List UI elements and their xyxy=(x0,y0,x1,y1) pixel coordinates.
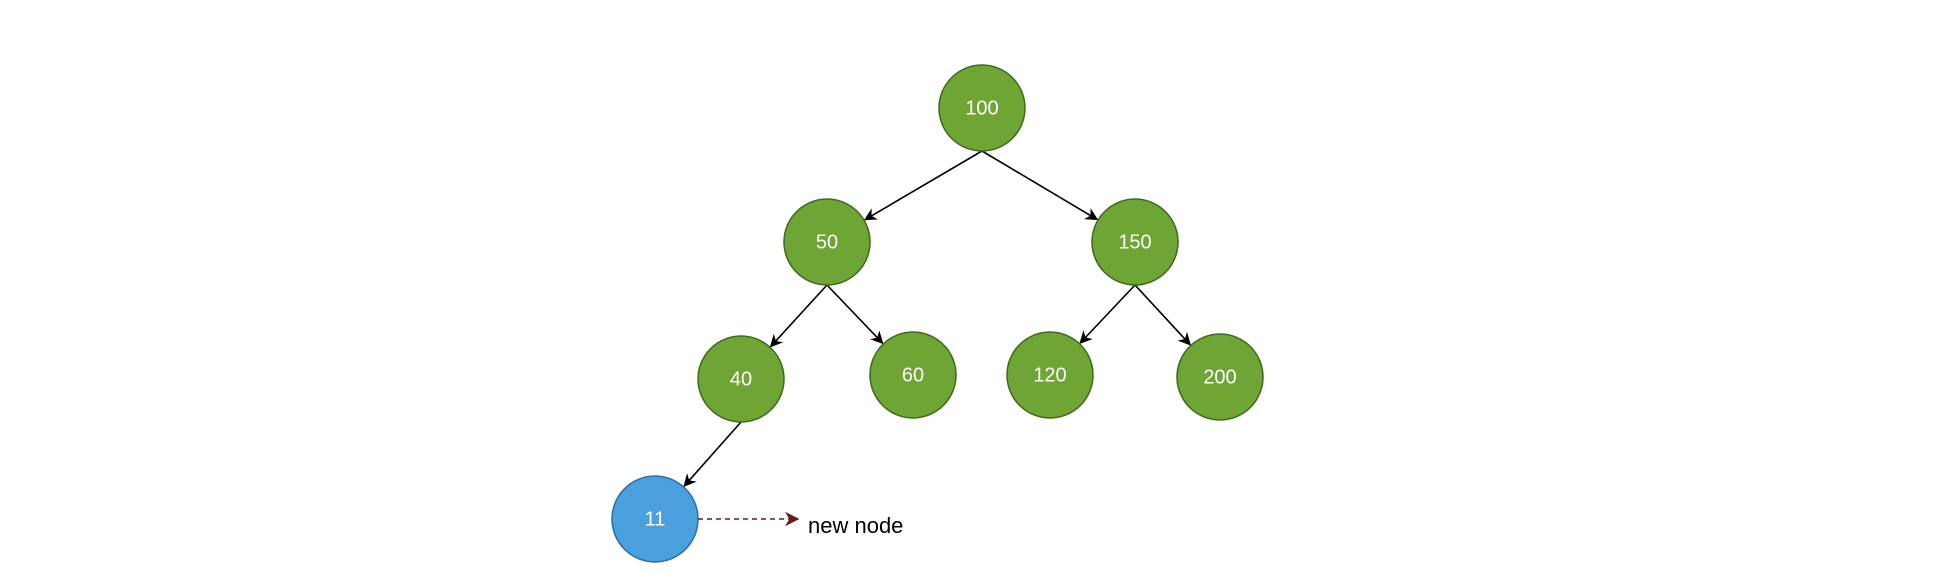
node-circle xyxy=(1176,333,1264,421)
node-circle xyxy=(783,198,871,286)
node-label: 150 xyxy=(1118,231,1151,253)
edge-n50-n40 xyxy=(769,284,828,348)
node-circle xyxy=(697,335,785,423)
node-60: 60 xyxy=(869,331,957,419)
node-circle xyxy=(1091,198,1179,286)
node-label: 120 xyxy=(1033,364,1066,386)
edge-n100-n150 xyxy=(981,150,1099,221)
node-label: 40 xyxy=(730,368,752,390)
edge-n50-n60 xyxy=(826,284,884,345)
node-50: 50 xyxy=(783,198,871,286)
node-label: 11 xyxy=(645,508,666,530)
node-120: 120 xyxy=(1006,331,1094,419)
annotation-layer: new node xyxy=(698,511,903,538)
node-label: 50 xyxy=(816,231,838,253)
new-node-label: new node xyxy=(808,513,903,538)
edge-n40-n11 xyxy=(683,421,742,488)
node-circle xyxy=(1006,331,1094,419)
edges-layer xyxy=(683,150,1192,488)
node-11: 11 xyxy=(611,475,699,563)
node-label: 100 xyxy=(965,97,998,119)
node-150: 150 xyxy=(1091,198,1179,286)
edge-n150-n200 xyxy=(1134,284,1192,346)
node-100: 100 xyxy=(938,64,1026,152)
node-200: 200 xyxy=(1176,333,1264,421)
edge-n150-n120 xyxy=(1079,284,1136,344)
node-circle xyxy=(938,64,1026,152)
edge-n100-n50 xyxy=(863,150,983,221)
nodes-layer: 100 50 150 40 60 120 200 11 xyxy=(611,64,1264,563)
node-label: 60 xyxy=(902,364,924,386)
node-circle xyxy=(869,331,957,419)
node-label: 200 xyxy=(1203,366,1236,388)
node-40: 40 xyxy=(697,335,785,423)
